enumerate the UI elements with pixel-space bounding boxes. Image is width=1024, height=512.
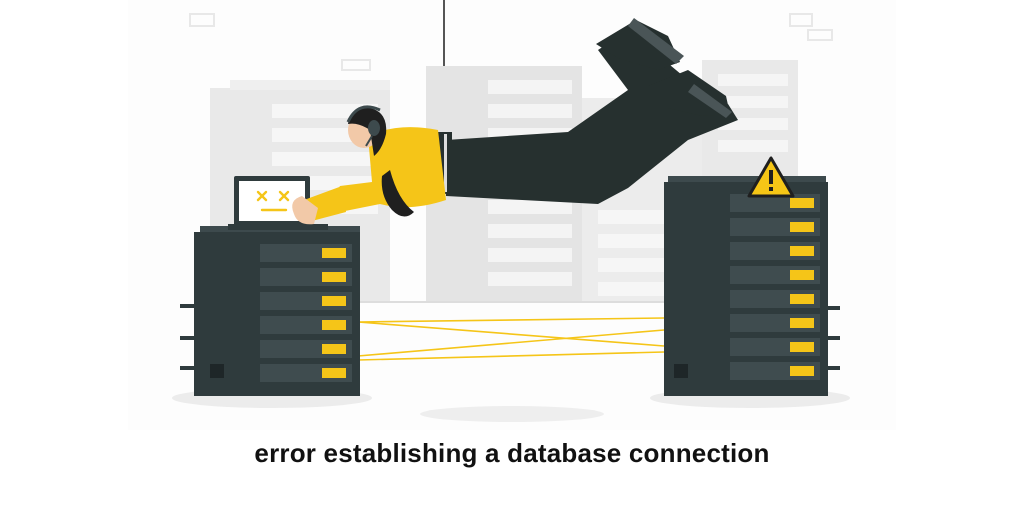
left-server <box>180 226 360 396</box>
x-x-face-icon <box>256 190 290 212</box>
database-error-illustration <box>128 0 896 430</box>
shoe-top <box>628 18 684 64</box>
person-sweater <box>336 127 446 212</box>
warning-triangle-icon <box>747 156 795 198</box>
person-hand <box>292 196 318 225</box>
person-hair-tail <box>381 170 414 217</box>
page-title: error establishing a database connection <box>254 438 770 468</box>
person-pants <box>446 30 738 204</box>
shoe-bottom <box>688 84 732 118</box>
network-cables <box>357 317 665 361</box>
background-decor <box>189 13 833 71</box>
person-hair <box>348 107 387 156</box>
floor-shadow-center <box>420 406 604 422</box>
flying-person <box>292 18 738 225</box>
right-server-leds <box>790 198 814 376</box>
left-server-leds <box>322 248 346 378</box>
headset-icon <box>346 105 381 147</box>
right-server <box>664 176 840 396</box>
